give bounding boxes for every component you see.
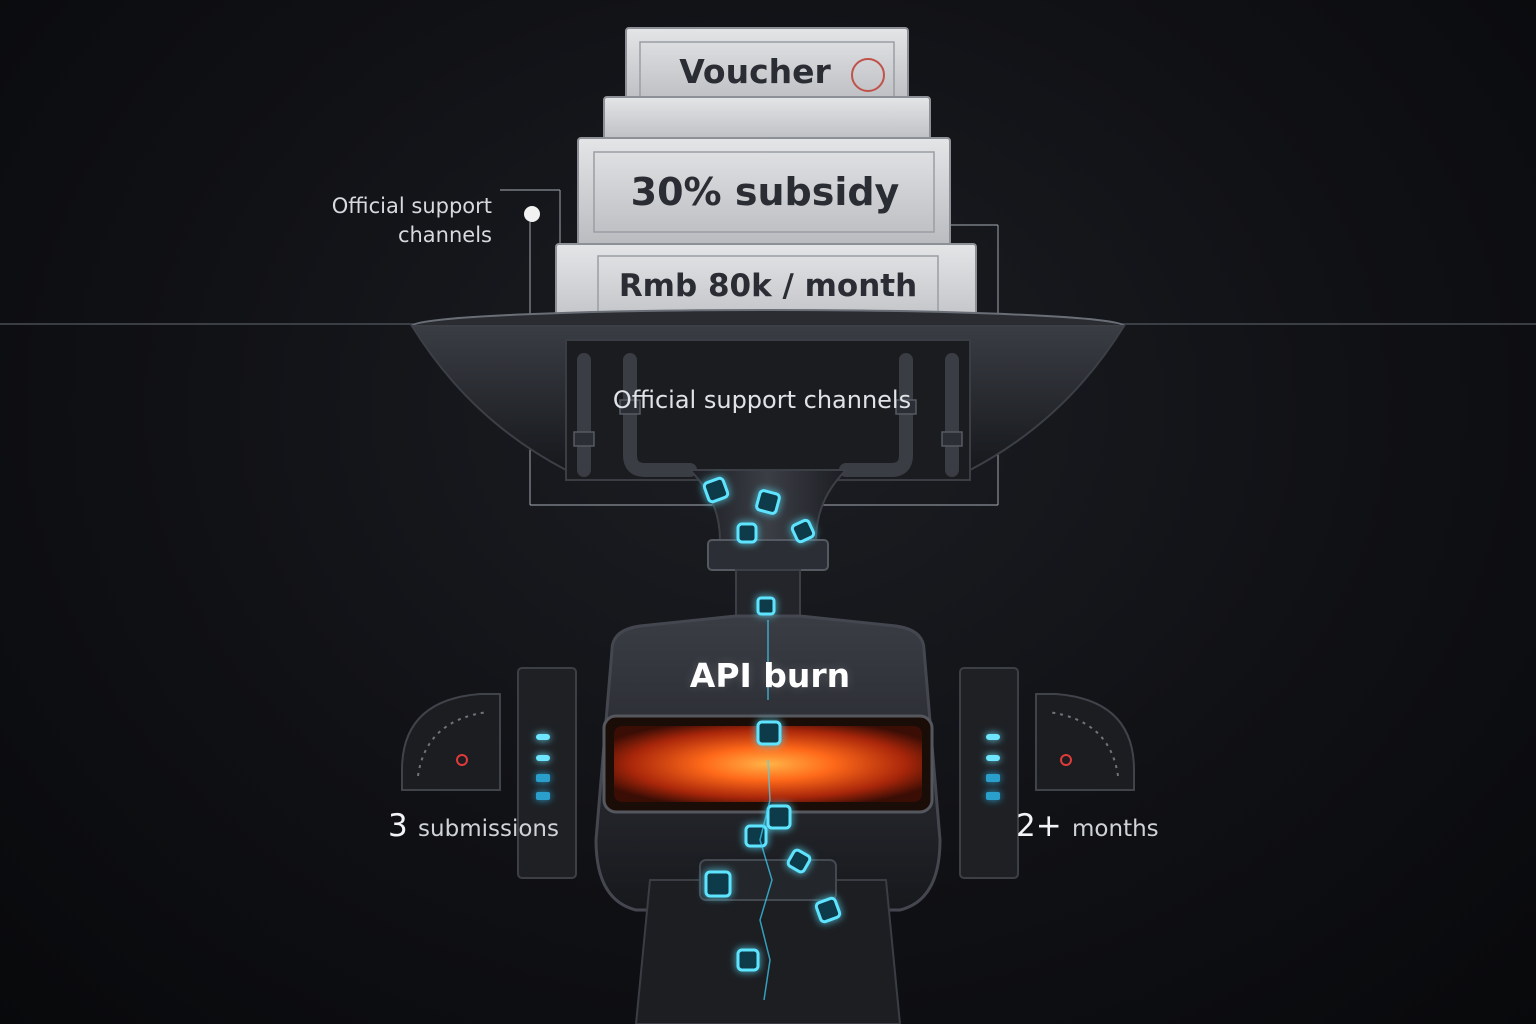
left-panel xyxy=(401,667,577,879)
callout-dot xyxy=(524,206,540,222)
months-count: 2+ xyxy=(1016,808,1062,844)
submissions-count: 3 xyxy=(388,808,408,844)
subsidy-label: 30% subsidy xyxy=(630,170,900,214)
indicator-lights xyxy=(536,734,1000,800)
right-panel xyxy=(959,667,1135,879)
submissions-text: submissions xyxy=(418,816,559,842)
center-channels-label: Official support channels xyxy=(612,386,912,414)
voucher-label: Voucher xyxy=(679,52,831,91)
side-channels-label: Official support channels xyxy=(331,194,492,247)
token-trail xyxy=(759,620,773,1001)
engine-label: API burn xyxy=(689,656,851,695)
ticket-voucher xyxy=(625,27,909,109)
months-text: months xyxy=(1072,816,1159,842)
chute-collar xyxy=(707,539,829,571)
pipes xyxy=(577,353,959,477)
token-stream xyxy=(702,476,842,972)
amount-label: Rmb 80k / month xyxy=(618,268,918,304)
months-stat: 2+ months xyxy=(1016,808,1159,844)
submissions-stat: 3 submissions xyxy=(388,808,559,844)
stamp-icon xyxy=(851,58,885,92)
pipe-joints xyxy=(573,399,963,447)
